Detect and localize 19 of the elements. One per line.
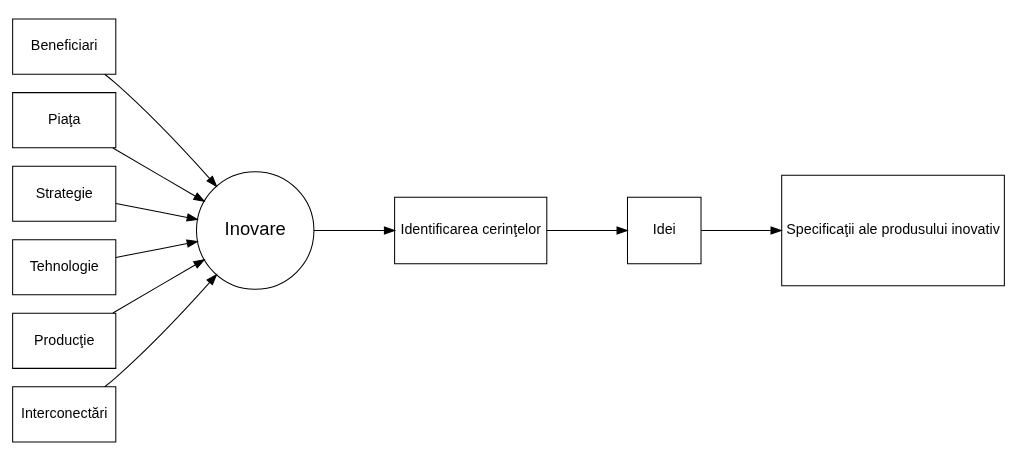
arrow [546,226,629,235]
arrow [112,258,206,314]
node-box: Specificaţii ale produsului inovativ [781,174,1005,287]
arrow [115,239,199,258]
arrow [115,203,199,222]
node-box: Piaţa [12,92,117,149]
node-circle: Inovare [195,171,315,290]
arrow [104,273,218,388]
node-box: Producţie [12,312,117,369]
arrow [313,226,397,235]
node-box: Interconectări [12,386,117,443]
node-box: Identificarea cerinţelor [394,196,548,265]
node-box: Beneficiari [12,18,117,75]
node-box: Tehnologie [12,239,117,296]
node-box: Strategie [12,165,117,222]
arrow [700,226,783,235]
node-box: Idei [626,196,702,265]
arrow [112,147,206,203]
arrow [104,73,218,188]
